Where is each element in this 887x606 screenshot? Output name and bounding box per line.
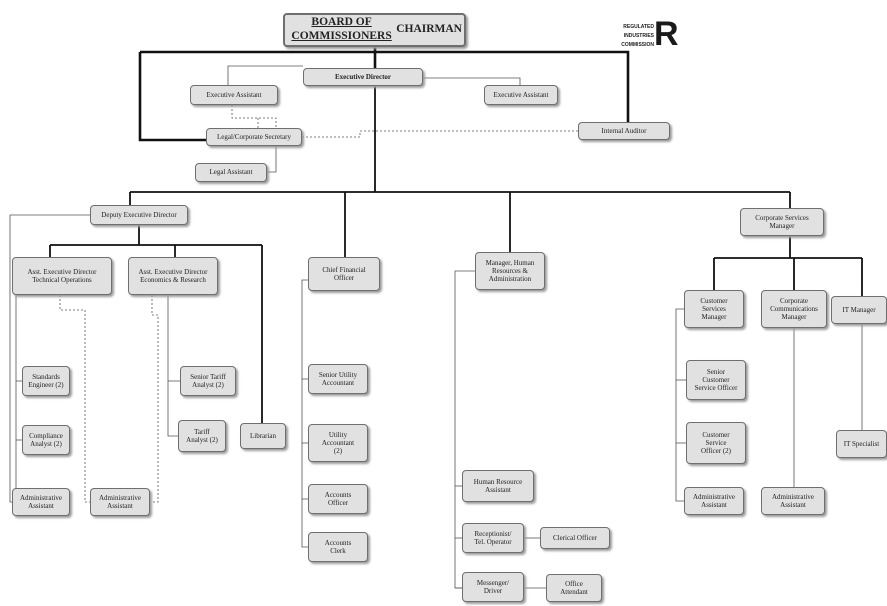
connector-line (59, 295, 90, 503)
box-accounts-clerk[interactable]: Accounts Clerk (308, 532, 368, 562)
box-hr-assistant[interactable]: Human Resource Assistant (462, 470, 534, 502)
box-exec-assistant-left[interactable]: Executive Assistant (190, 85, 278, 105)
connector-line (231, 105, 277, 128)
box-messenger-driver[interactable]: Messenger/ Driver (462, 572, 524, 602)
connector-line (267, 146, 277, 173)
box-legal-corporate-secretary[interactable]: Legal/Corporate Secretary (206, 128, 302, 146)
connector-line (150, 295, 159, 503)
box-chief-financial-officer[interactable]: Chief Financial Officer (308, 257, 380, 291)
box-customer-services-manager[interactable]: Customer Services Manager (684, 290, 744, 328)
box-corporate-services-manager[interactable]: Corporate Services Manager (740, 208, 824, 236)
box-standards-engineer[interactable]: Standards Engineer (2) (22, 366, 70, 396)
box-asst-ed-technical[interactable]: Asst. Executive Director Technical Opera… (12, 257, 112, 295)
connector-line (301, 279, 310, 548)
box-accounts-officer[interactable]: Accounts Officer (308, 484, 368, 514)
logo-mark: R (654, 15, 679, 53)
box-exec-assistant-right[interactable]: Executive Assistant (484, 85, 558, 105)
box-senior-tariff-analyst[interactable]: Senior Tariff Analyst (2) (180, 366, 236, 396)
box-admin-assistant-customer[interactable]: Administrative Assistant (684, 487, 744, 515)
chairman-title: CHAIRMAN (396, 23, 462, 36)
box-internal-auditor[interactable]: Internal Auditor (578, 122, 670, 140)
box-tariff-analyst[interactable]: Tariff Analyst (2) (178, 420, 226, 452)
box-legal-assistant[interactable]: Legal Assistant (195, 163, 267, 182)
box-executive-director[interactable]: Executive Director (303, 68, 423, 86)
connector-line (302, 130, 578, 138)
box-it-manager[interactable]: IT Manager (831, 296, 887, 324)
box-clerical-officer[interactable]: Clerical Officer (540, 527, 610, 549)
box-manager-hr[interactable]: Manager, Human Resources & Administratio… (475, 252, 545, 290)
connector-line (9, 214, 90, 503)
connector-line (675, 308, 684, 502)
box-librarian[interactable]: Librarian (240, 423, 286, 449)
box-senior-utility-accountant[interactable]: Senior Utility Accountant (308, 364, 368, 394)
connector-line (167, 295, 178, 437)
connector-line (227, 65, 303, 85)
box-admin-assistant-comms[interactable]: Administrative Assistant (761, 487, 825, 515)
ric-logo: REGULATED INDUSTRIES COMMISSION R (605, 15, 695, 54)
box-it-specialist[interactable]: IT Specialist (836, 430, 887, 458)
box-utility-accountant[interactable]: Utility Accountant (2) (308, 424, 368, 462)
board-title: BOARD OF COMMISSIONERS (291, 16, 392, 42)
box-corporate-communications-manager[interactable]: Corporate Communications Manager (761, 290, 827, 328)
box-admin-assistant-tech[interactable]: Administrative Assistant (12, 488, 70, 516)
box-compliance-analyst[interactable]: Compliance Analyst (2) (22, 425, 70, 455)
board-chairman-box[interactable]: BOARD OF COMMISSIONERS CHAIRMAN (283, 13, 466, 47)
box-deputy-executive-director[interactable]: Deputy Executive Director (90, 205, 188, 225)
connector-line (423, 77, 521, 85)
box-receptionist[interactable]: Receptionist/ Tel. Operator (462, 523, 524, 553)
connector-line (138, 52, 206, 142)
box-customer-service-officer[interactable]: Customer Service Officer (2) (686, 422, 746, 464)
box-admin-assistant-econ[interactable]: Administrative Assistant (90, 488, 150, 516)
box-senior-customer-service-officer[interactable]: Senior Customer Service Officer (686, 360, 746, 400)
logo-text: REGULATED INDUSTRIES COMMISSION (621, 24, 654, 48)
box-office-attendant[interactable]: Office Attendant (546, 574, 602, 602)
box-asst-ed-economics[interactable]: Asst. Executive Director Economics & Res… (128, 257, 218, 295)
